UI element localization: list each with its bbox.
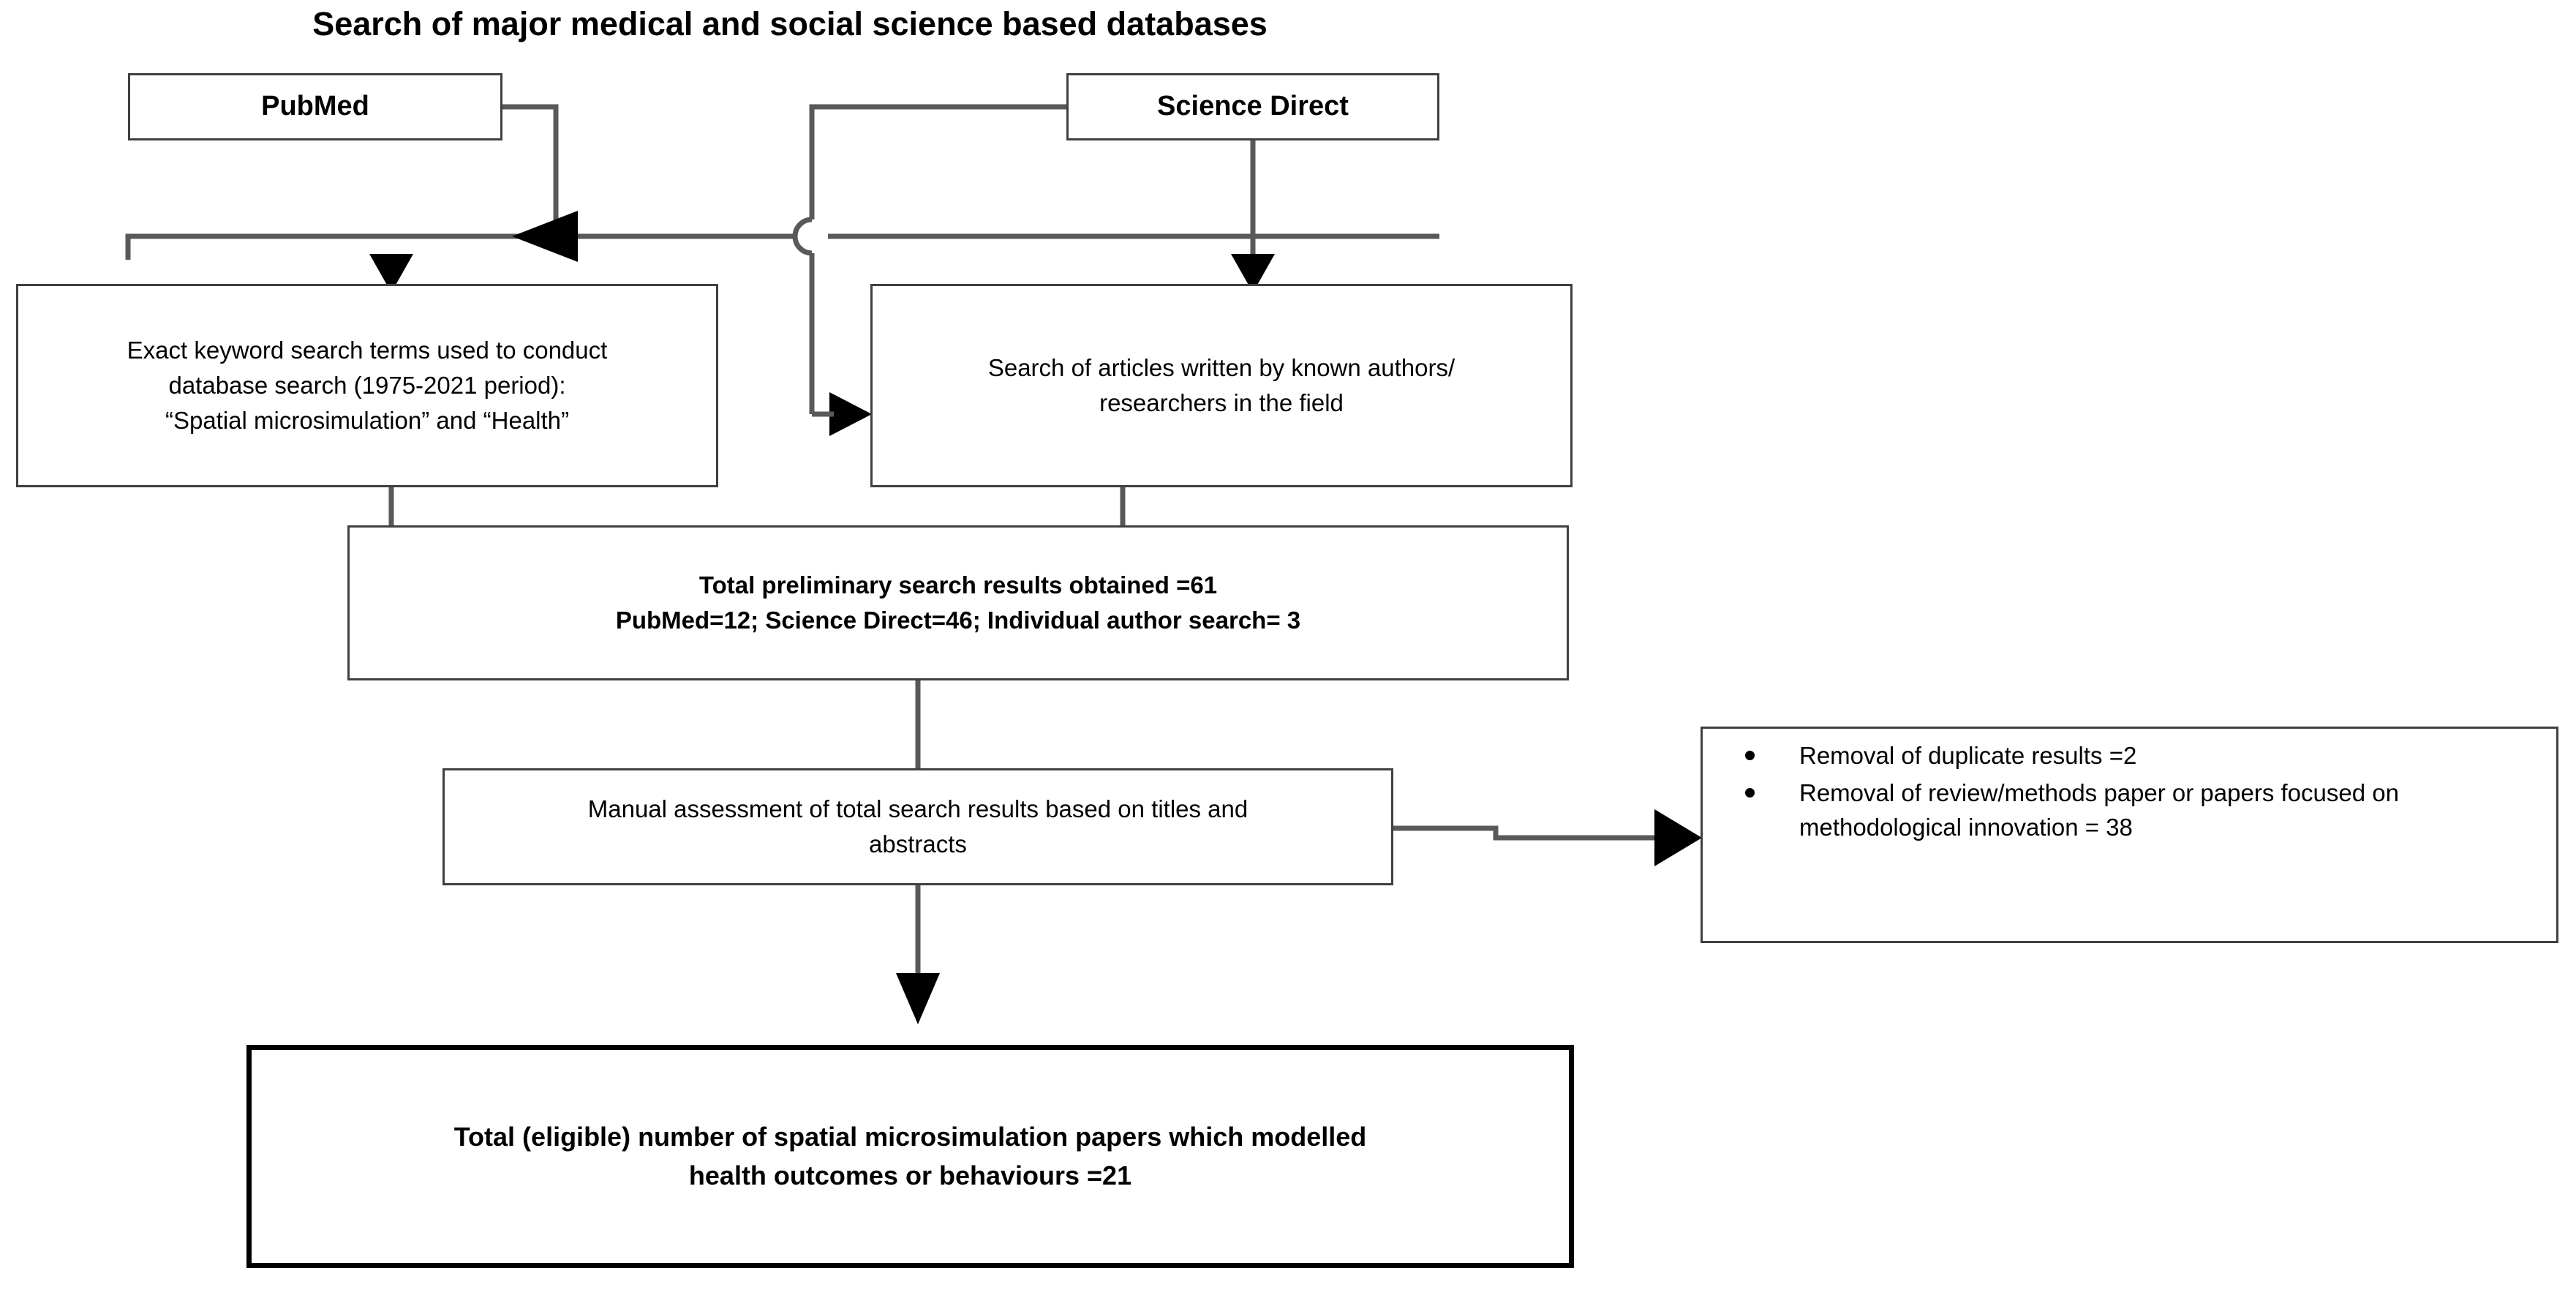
node-science-direct-label: Science Direct xyxy=(1157,91,1349,122)
arrowhead-into-exclusions xyxy=(1654,809,1702,866)
wire-pubmed-out xyxy=(502,104,559,236)
node-keywords-line2: database search (1975-2021 period): xyxy=(168,372,566,399)
wire-hop-arc xyxy=(792,217,813,256)
node-pubmed[interactable]: PubMed xyxy=(128,73,502,140)
node-final-line1: Total (eligible) number of spatial micro… xyxy=(453,1122,1367,1152)
node-final-text: Total (eligible) number of spatial micro… xyxy=(265,1118,1556,1194)
node-authors-line1: Search of articles written by known auth… xyxy=(987,354,1455,382)
node-keywords-text: Exact keyword search terms used to condu… xyxy=(31,333,703,438)
node-manual-text: Manual assessment of total search result… xyxy=(458,792,1378,862)
node-manual-assessment[interactable]: Manual assessment of total search result… xyxy=(442,768,1393,885)
list-item: Removal of review/methods paper or paper… xyxy=(1710,776,2524,845)
wire-sd-left-out xyxy=(809,104,1066,220)
node-total-preliminary-results[interactable]: Total preliminary search results obtaine… xyxy=(347,525,1569,680)
bullet-icon xyxy=(1745,787,1755,798)
node-author-search[interactable]: Search of articles written by known auth… xyxy=(870,284,1573,487)
node-manual-line1: Manual assessment of total search result… xyxy=(587,795,1249,823)
node-final-eligible-papers[interactable]: Total (eligible) number of spatial micro… xyxy=(246,1045,1574,1268)
list-item: Removal of duplicate results =2 xyxy=(1710,739,2524,773)
node-pubmed-label: PubMed xyxy=(261,91,369,122)
exclusion-item-text: Removal of review/methods paper or paper… xyxy=(1799,779,2399,841)
exclusion-list: Removal of duplicate results =2 Removal … xyxy=(1710,739,2549,845)
wire-manual-to-exclusions xyxy=(1393,825,1675,841)
node-total-line1: Total preliminary search results obtaine… xyxy=(698,571,1218,599)
arrowhead-into-final xyxy=(896,973,940,1024)
node-science-direct[interactable]: Science Direct xyxy=(1066,73,1439,140)
node-manual-line2: abstracts xyxy=(869,830,967,858)
node-keywords-line3: “Spatial microsimulation” and “Health” xyxy=(165,406,570,434)
bullet-icon xyxy=(1745,750,1755,760)
wire-pubmed-to-keywords xyxy=(125,233,556,260)
node-exclusions[interactable]: Removal of duplicate results =2 Removal … xyxy=(1701,727,2558,943)
node-total-text: Total preliminary search results obtaine… xyxy=(363,568,1553,638)
node-authors-text: Search of articles written by known auth… xyxy=(886,350,1557,421)
node-keywords-line1: Exact keyword search terms used to condu… xyxy=(127,337,608,364)
node-total-line2: PubMed=12; Science Direct=46; Individual… xyxy=(615,607,1301,634)
page-title: Search of major medical and social scien… xyxy=(312,5,1268,42)
arrowhead-into-authors-left xyxy=(829,392,872,436)
node-authors-line2: researchers in the field xyxy=(1099,389,1344,416)
arrowhead-left-crossbar xyxy=(512,211,578,262)
exclusion-item-text: Removal of duplicate results =2 xyxy=(1799,742,2137,769)
node-final-line2: health outcomes or behaviours =21 xyxy=(688,1160,1132,1190)
node-keyword-search-terms[interactable]: Exact keyword search terms used to condu… xyxy=(16,284,718,487)
